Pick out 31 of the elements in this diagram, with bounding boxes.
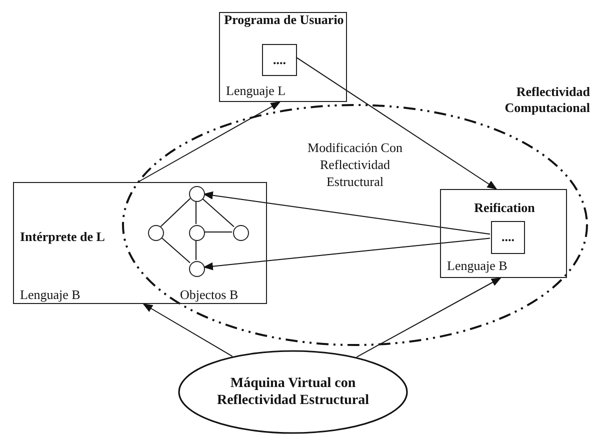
virtual-machine-ellipse	[178, 350, 408, 434]
arrow	[202, 191, 490, 235]
region-title: Reflectividad Computacional	[504, 84, 590, 116]
connector-line	[160, 236, 190, 264]
arrow	[202, 238, 490, 270]
language-label: Lenguaje L	[226, 83, 286, 99]
connector-line	[160, 198, 191, 227]
arrow	[142, 304, 233, 357]
box-title: Programa de Usuario	[223, 12, 345, 28]
annotation-text: Modificación Con Reflectividad Estructural	[306, 140, 404, 191]
objects-label: Objectos B	[180, 287, 238, 303]
object-circle	[189, 186, 205, 202]
object-circle	[148, 225, 164, 241]
box-title: Intérprete de L	[20, 229, 105, 245]
program-box	[219, 12, 347, 102]
language-label: Lenguaje B	[447, 258, 508, 274]
ellipsis-text: ....	[502, 229, 514, 246]
arrow	[296, 56, 498, 190]
connector-line	[201, 198, 235, 228]
ellipse-title: Máquina Virtual con Reflectividad Estructural	[216, 374, 370, 410]
box-title: Reification	[473, 200, 536, 216]
interpreter-box	[13, 182, 267, 304]
inner-box	[491, 221, 525, 254]
reification-box	[440, 189, 567, 278]
inner-box	[262, 44, 297, 76]
object-circle	[233, 225, 249, 241]
ellipsis-text: ....	[273, 52, 286, 68]
object-circle	[189, 261, 205, 277]
object-circle	[189, 225, 205, 241]
language-label: Lenguaje B	[20, 287, 80, 303]
arrow	[138, 102, 281, 182]
